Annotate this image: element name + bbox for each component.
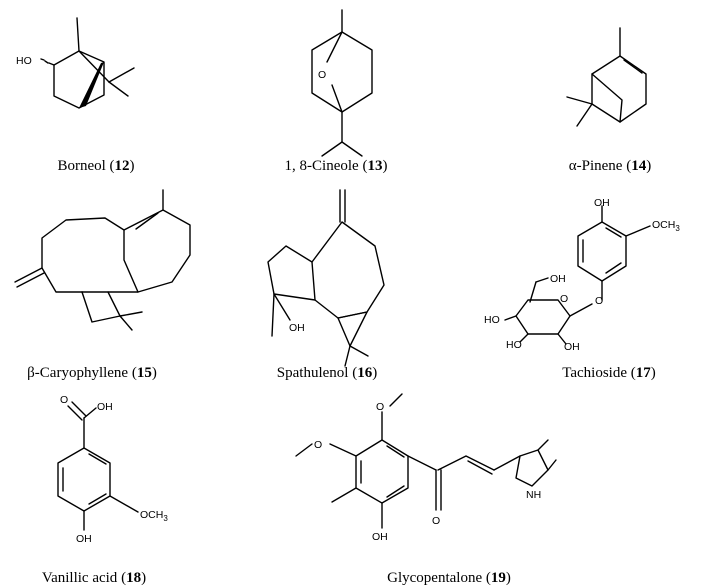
tachioside-ho-c3-label: HO: [506, 339, 522, 351]
structure-glycopentalone: O O OH O NH: [295, 393, 557, 543]
glyco-oh-label: OH: [372, 531, 388, 543]
glyco-carbonyl-o-label: O: [432, 515, 440, 527]
caption-vanillic: Vanillic acid (18): [42, 570, 146, 586]
caption-tachioside: Tachioside (17): [562, 365, 656, 381]
glyco-nh-label: NH: [526, 489, 541, 501]
tachioside-ch2oh-label: OH: [550, 273, 566, 285]
cineole-o-label: O: [318, 69, 326, 81]
structure-spathulenol: OH: [267, 189, 385, 367]
vanillic-oh-label: OH: [76, 533, 92, 545]
glyco-methoxy-o-left-label: O: [314, 439, 322, 451]
tachioside-ho-c4-label: HO: [484, 314, 500, 326]
tachioside-och3-label: OCH3: [652, 219, 680, 233]
caption-caryophyllene: β-Caryophyllene (15): [27, 365, 157, 381]
caption-cineole: 1, 8-Cineole (13): [285, 158, 388, 174]
structure-tachioside: OH OCH3 O O OH HO HO OH: [484, 197, 680, 353]
structure-borneol: HO: [16, 17, 135, 109]
structure-pinene: [566, 27, 647, 127]
borneol-ho-label: HO: [16, 55, 32, 67]
tachioside-glycosidic-o-label: O: [595, 295, 603, 307]
vanillic-acid-oh-label: OH: [97, 401, 113, 413]
caption-glycopentalone: Glycopentalone (19): [387, 570, 511, 586]
tachioside-ring-o-label: O: [560, 293, 568, 305]
caption-pinene: α-Pinene (14): [569, 158, 651, 174]
structure-cineole: O: [311, 9, 373, 157]
vanillic-och3-label: OCH3: [140, 509, 168, 523]
vanillic-carbonyl-o-label: O: [60, 394, 68, 406]
caption-spathulenol: Spathulenol (16): [277, 365, 377, 381]
tachioside-oh-c2-label: OH: [564, 341, 580, 353]
caption-borneol: Borneol (12): [57, 158, 134, 174]
structure-vanillic: O OH OCH3 OH: [57, 394, 168, 545]
glyco-methoxy-o-top-label: O: [376, 401, 384, 413]
structure-caryophyllene: [14, 189, 191, 331]
tachioside-oh-top-label: OH: [594, 197, 610, 209]
spathulenol-oh-label: OH: [289, 322, 305, 334]
